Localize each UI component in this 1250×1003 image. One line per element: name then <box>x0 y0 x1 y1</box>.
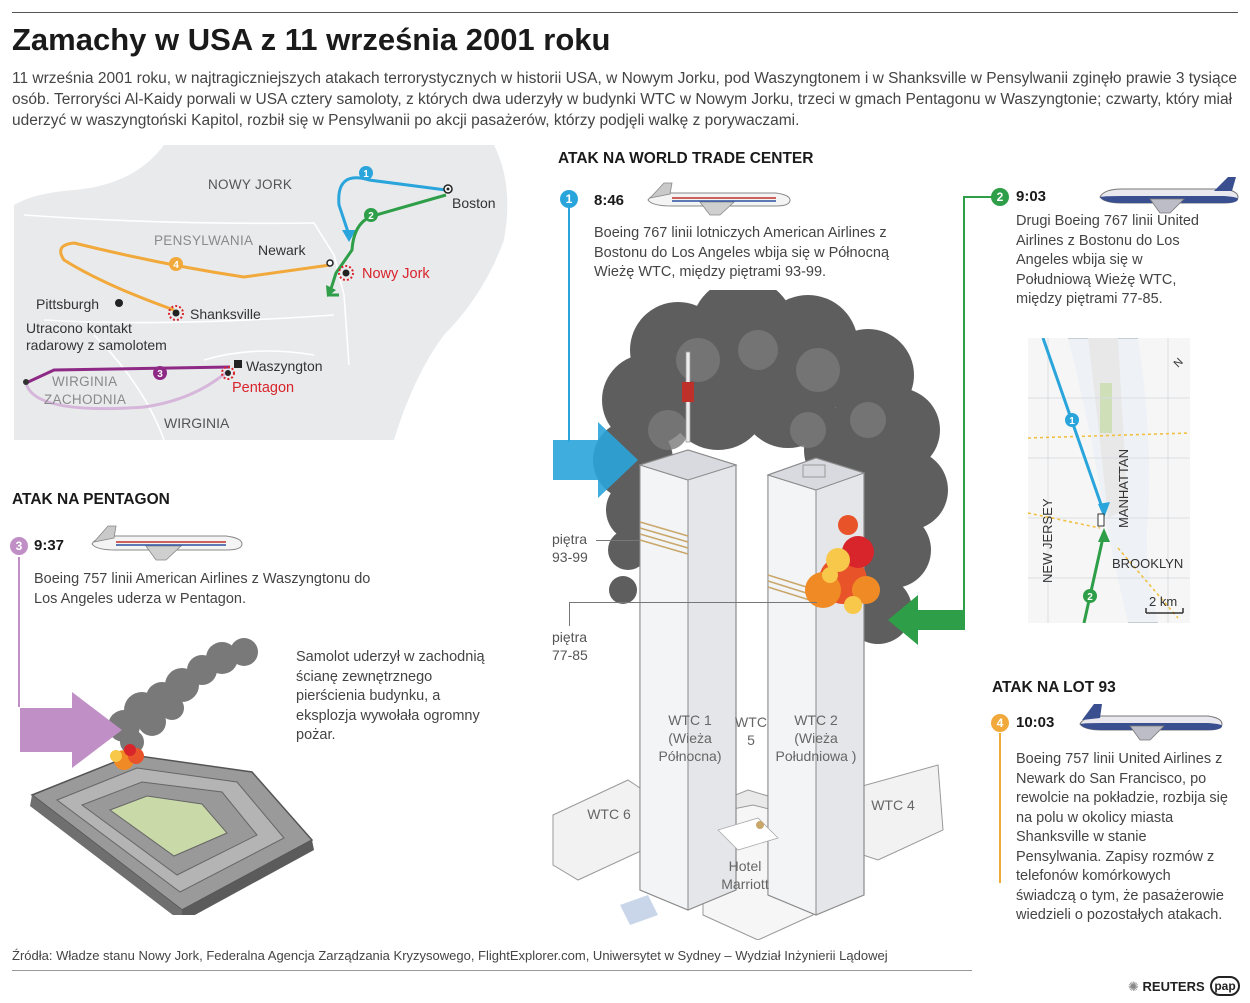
label-washington: Waszyngton <box>246 358 323 374</box>
sources-note: Źródła: Władze stanu Nowy Jork, Federaln… <box>12 948 888 963</box>
svg-text:3: 3 <box>157 369 163 380</box>
flight-3-return <box>24 369 229 411</box>
pentagon-badge: 3 <box>10 537 28 555</box>
label-pentagon: Pentagon <box>232 380 295 396</box>
floors-2-label-b: 77-85 <box>552 647 588 663</box>
pentagon-heading: ATAK NA PENTAGON <box>12 491 170 508</box>
svg-text:1: 1 <box>363 169 369 180</box>
label-ny-state: NOWY JORK <box>208 177 293 192</box>
intro-paragraph: 11 września 2001 roku, w najtragiczniejs… <box>12 70 1237 129</box>
lake-shape <box>14 145 164 205</box>
state-borders <box>23 214 350 440</box>
label-pittsburgh: Pittsburgh <box>36 296 100 312</box>
airplane-aa-757-icon <box>91 525 243 561</box>
crash-pentagon-icon <box>221 366 235 380</box>
floors-2-label-a: piętra <box>552 629 588 645</box>
svg-text:2: 2 <box>1087 592 1093 603</box>
wtc6-label: WTC 6 <box>587 806 631 822</box>
flight-1-time: 8:46 <box>594 192 625 209</box>
airplane-united-757-icon <box>1079 704 1223 741</box>
flight93-heading: ATAK NA LOT 93 <box>992 679 1116 696</box>
wtc4-label: WTC 4 <box>871 797 915 813</box>
label-virginia: WIRGINIA <box>164 415 230 431</box>
flight93-badge: 4 <box>991 714 1009 732</box>
crash-shanksville-icon <box>168 305 184 321</box>
flight-3-route <box>25 365 231 385</box>
svg-text:2: 2 <box>368 211 374 222</box>
crash-newyork-icon <box>338 265 354 281</box>
radar-note-line-1: Utracono kontakt <box>26 320 132 336</box>
wtc-towers-illustration <box>552 290 963 940</box>
label-new-york: Nowy Jork <box>362 266 430 282</box>
pentagon-leader-line <box>18 557 20 707</box>
flight-2-text: Drugi Boeing 767 linii United Airlines z… <box>1016 213 1199 307</box>
atlantic-water <box>394 145 524 440</box>
floors-1-pointer <box>596 540 640 541</box>
flight-2-time: 9:03 <box>1016 188 1047 205</box>
pentagon-note: Samolot uderzył w zachodnią ścianę zewnę… <box>296 649 485 743</box>
top-rule <box>12 12 1238 13</box>
inset-scale-label: 2 km <box>1149 594 1177 609</box>
label-west-virginia-1: WIRGINIA <box>52 374 118 389</box>
label-shanksville: Shanksville <box>190 306 261 322</box>
inset-new-jersey-label: NEW JERSEY <box>1040 498 1055 583</box>
floors-2-pointer-h <box>569 602 817 603</box>
flight93-time: 10:03 <box>1016 714 1055 731</box>
flight-4-route <box>59 241 331 312</box>
manhattan-inset-map: 1 2 MANHATTAN NEW JERSEY BROOKLYN 2 km N <box>1028 338 1190 623</box>
reuters-dots-icon: ✺ <box>1128 979 1139 994</box>
page-title: Zamachy w USA z 11 września 2001 roku <box>12 22 611 57</box>
wtc-heading: ATAK NA WORLD TRADE CENTER <box>558 150 814 167</box>
label-boston: Boston <box>452 195 496 211</box>
floors-1-label-b: 93-99 <box>552 549 588 565</box>
flight-2-leader-top <box>963 196 993 198</box>
flight-routes-map: 1 2 4 3 <box>14 145 524 440</box>
floors-1-label-a: piętra <box>552 531 588 547</box>
radar-note-line-2: radarowy z samolotem <box>26 337 167 353</box>
svg-text:1: 1 <box>1069 416 1075 427</box>
pentagon-time: 9:37 <box>34 537 65 554</box>
bottom-rule <box>12 970 972 971</box>
flight-2-leader-line <box>963 196 965 630</box>
label-pennsylvania: PENSYLWANIA <box>154 233 254 248</box>
floors-2-pointer-v <box>569 602 570 626</box>
pap-logo: pap <box>1210 976 1240 996</box>
pentagon-building-illustration <box>20 638 314 915</box>
pentagon-text: Boeing 757 linii American Airlines z Was… <box>34 571 371 607</box>
flight93-leader-line <box>999 733 1001 883</box>
land-area <box>14 145 508 440</box>
flight93-text: Boeing 757 linii United Airlines z Newar… <box>1016 751 1228 923</box>
flight-1-route <box>337 176 447 236</box>
inset-brooklyn-label: BROOKLYN <box>1112 556 1183 571</box>
airplane-aa-767-icon <box>647 182 791 216</box>
label-west-virginia-2: ZACHODNIA <box>44 392 127 407</box>
inset-manhattan-label: MANHATTAN <box>1116 449 1131 528</box>
flight-2-badge: 2 <box>991 188 1009 206</box>
flight-1-text: Boeing 767 linii lotniczych American Air… <box>594 225 890 280</box>
flight-1-leader-line <box>568 207 570 442</box>
label-newark: Newark <box>258 242 306 258</box>
airplane-united-767-icon <box>1099 177 1239 214</box>
reuters-logo: ✺ REUTERS <box>1128 979 1205 994</box>
flight-1-badge: 1 <box>560 190 578 208</box>
svg-text:4: 4 <box>173 260 179 271</box>
